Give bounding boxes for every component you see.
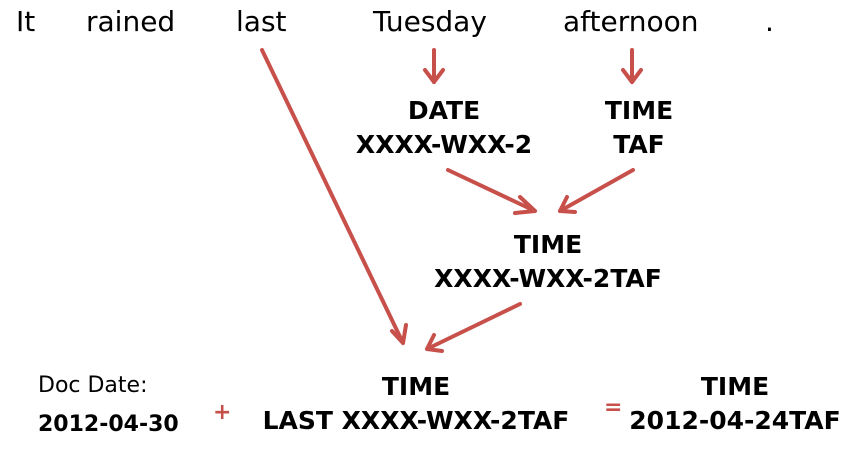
plus-operator: + <box>213 400 232 425</box>
arrow-last-to-timelast <box>260 48 408 345</box>
word-afternoon: afternoon <box>563 5 699 38</box>
word-rained: rained <box>86 5 176 38</box>
node-time-result: TIME 2012-04-24TAF <box>629 370 840 438</box>
word-period: . <box>765 5 774 38</box>
node-time-combined-value: XXXX-WXX-2TAF <box>434 264 662 293</box>
arrow-date-to-combined <box>446 168 537 215</box>
node-time-last-type: TIME <box>381 372 451 401</box>
node-time-last: TIME LAST XXXX-WXX-2TAF <box>263 370 570 438</box>
word-it: It <box>16 5 36 38</box>
node-time-combined: TIME XXXX-WXX-2TAF <box>434 228 662 296</box>
arrow-afternoon-to-time <box>621 48 643 84</box>
node-time-result-value: 2012-04-24TAF <box>629 406 841 435</box>
node-time-last-value: LAST XXXX-WXX-2TAF <box>262 406 570 435</box>
node-time-taf-value: TAF <box>613 130 665 159</box>
node-time-result-type: TIME <box>700 372 770 401</box>
arrow-combined-to-timelast <box>425 302 522 353</box>
node-date-type: DATE <box>407 96 481 125</box>
node-time-taf-type: TIME <box>604 96 674 125</box>
doc-date-value: 2012-04-30 <box>38 412 179 437</box>
node-time-combined-type: TIME <box>513 230 583 259</box>
arrow-time-to-combined <box>558 168 635 214</box>
doc-date-label: Doc Date: <box>38 373 148 398</box>
word-tuesday: Tuesday <box>373 5 487 38</box>
word-last: last <box>236 5 287 38</box>
arrow-tuesday-to-date <box>423 48 445 84</box>
equals-operator: = <box>604 395 623 420</box>
node-date: DATE XXXX-WXX-2 <box>356 94 532 162</box>
node-time-taf: TIME TAF <box>605 94 673 162</box>
node-date-value: XXXX-WXX-2 <box>355 130 533 159</box>
